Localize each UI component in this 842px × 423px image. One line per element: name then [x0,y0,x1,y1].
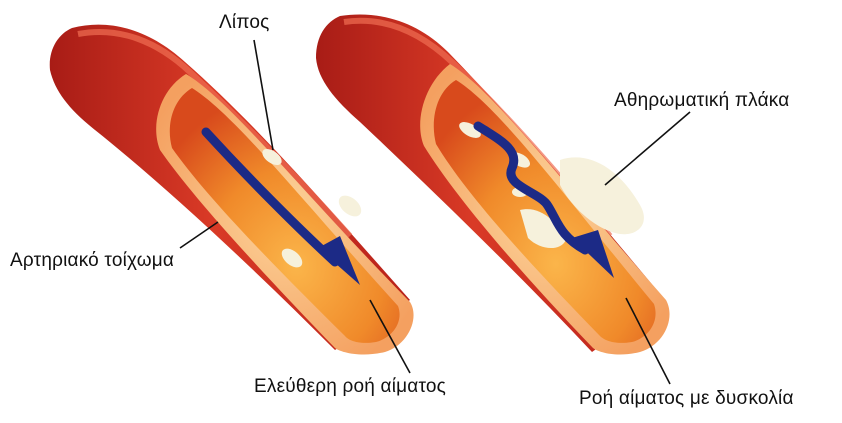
plaque-label: Αθηρωματική πλάκα [614,90,789,112]
fat-deposit [335,192,365,221]
free-flow-label: Ελεύθερη ροή αίματος [254,376,446,398]
wall-leader-line [180,222,218,248]
plaque-leader-line [605,112,690,185]
fat-label: Λίπος [219,12,269,34]
arterial-wall-label: Αρτηριακό τοίχωμα [10,250,174,272]
restricted-flow-label: Ροή αίματος με δυσκολία [579,388,794,410]
